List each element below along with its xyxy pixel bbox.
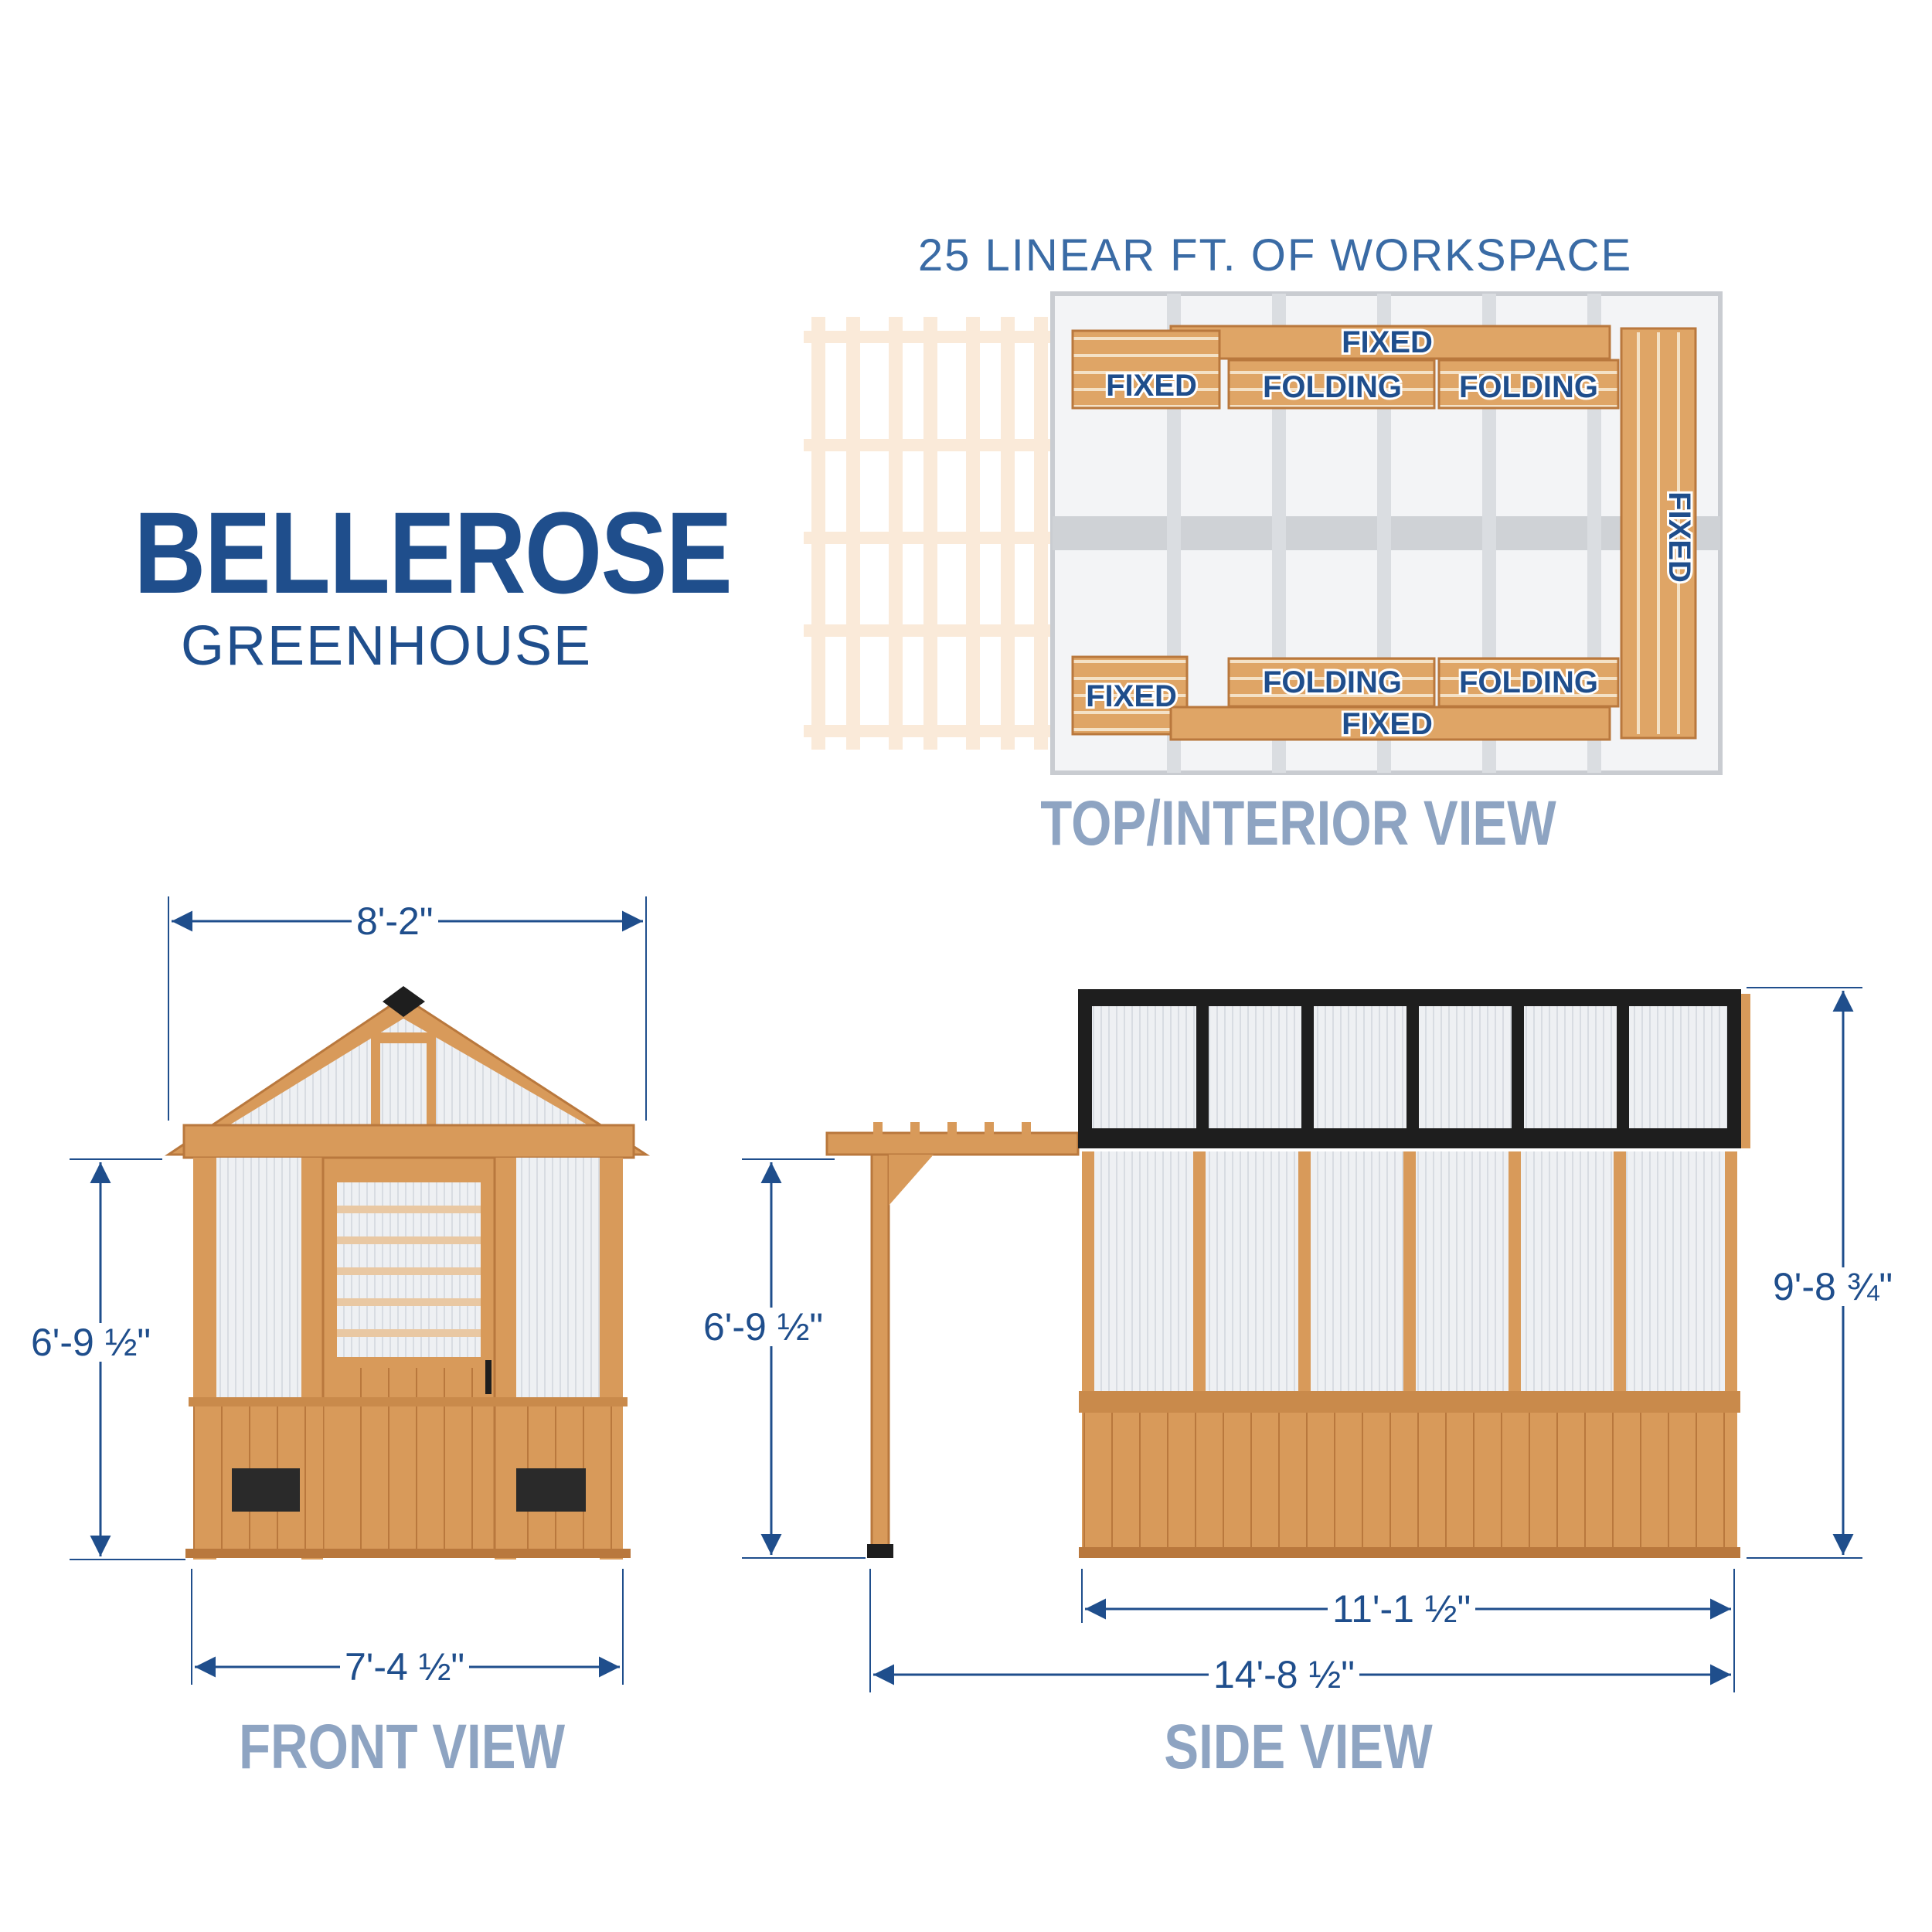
bench-bottom-front-fixed [1169,706,1611,741]
side-dimensions [742,987,1862,1692]
bench-tag: FOLDING [1263,370,1402,404]
top-interior-view: FIXED FIXED FOLDING FOLDING FIXED FIXED … [804,291,1723,775]
bench-bottom-folding-1 [1227,657,1436,708]
top-view-label: TOP/INTERIOR VIEW [1040,788,1556,859]
bench-tag: FOLDING [1263,665,1402,699]
dim-total-height: 9'-8 ¾" [1768,1267,1898,1306]
workspace-note: 25 LINEAR FT. OF WORKSPACE [917,230,1633,281]
bench-bottom-folding-2 [1437,657,1620,708]
bench-bottom-left-fixed [1071,655,1189,736]
side-view-drawing [825,989,1750,1558]
bench-top-folding-2 [1437,359,1620,410]
brand-title: BELLEROSE [134,488,733,617]
bench-top-left-fixed [1071,329,1221,410]
front-dimensions [70,896,647,1685]
bench-tag: FOLDING [1459,665,1598,699]
pergola-top-faded [804,317,1051,750]
dim-pergola-height: 6'-9 ½" [699,1308,828,1346]
dim-front-width-top: 8'-2" [352,902,438,940]
bench-tag: FIXED [1106,369,1197,403]
dim-front-height: 6'-9 ½" [26,1323,156,1362]
bench-tag: FIXED [1342,325,1433,359]
bench-layout [1071,325,1697,741]
brand-subtitle: GREENHOUSE [180,615,593,677]
dim-total-length: 14'-8 ½" [1209,1655,1359,1694]
bench-tag: FOLDING [1459,370,1598,404]
dim-front-width-base: 7'-4 ½" [340,1648,470,1686]
front-view-label: FRONT VIEW [238,1712,566,1782]
bench-tag: FIXED [1662,492,1696,583]
bench-tag: FIXED [1086,679,1177,713]
bench-tag: FIXED [1342,707,1433,741]
front-view-drawing [165,986,651,1560]
dim-body-length: 11'-1 ½" [1328,1590,1476,1628]
bench-top-back-fixed [1169,325,1611,360]
side-view-label: SIDE VIEW [1164,1712,1433,1782]
bench-top-folding-1 [1227,359,1436,410]
